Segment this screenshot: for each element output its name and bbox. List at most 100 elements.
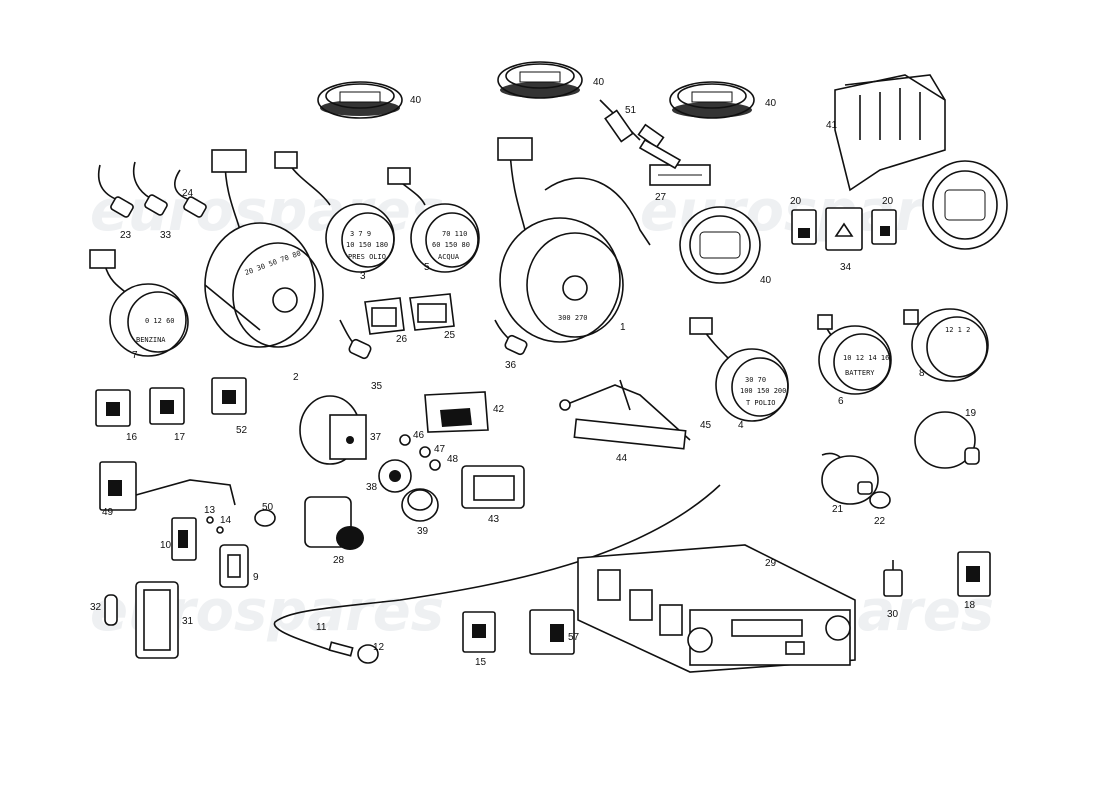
air-vent-41[interactable] xyxy=(834,74,946,192)
callout-c36: 36 xyxy=(505,360,517,371)
rocker-switch-16[interactable] xyxy=(95,389,131,427)
callout-c14: 14 xyxy=(220,515,232,526)
bezel-ring-40a[interactable] xyxy=(317,81,403,119)
bulb-socket-35[interactable] xyxy=(339,319,372,360)
tachometer-2[interactable]: 20 30 50 70 80 xyxy=(204,149,324,348)
courtesy-lamp-31[interactable] xyxy=(135,581,179,659)
bezel-frame-43[interactable] xyxy=(461,465,525,509)
callout-c42: 42 xyxy=(493,404,505,415)
gauge-scale: 0 12 60 xyxy=(145,317,175,325)
bezel-ring-40c[interactable] xyxy=(669,81,755,119)
callout-c9: 9 xyxy=(253,572,259,583)
washer-14[interactable] xyxy=(216,526,224,534)
callout-c40a: 40 xyxy=(410,95,422,106)
callout-c37: 37 xyxy=(370,432,382,443)
speedometer-1[interactable]: 300 270 xyxy=(497,137,651,343)
callout-c22: 22 xyxy=(874,516,886,527)
gauge-name: BENZINA xyxy=(136,336,166,344)
callout-c40c: 40 xyxy=(765,98,777,109)
callout-c24: 24 xyxy=(182,188,194,199)
callout-c26: 26 xyxy=(396,334,408,345)
switch-bezel-9[interactable] xyxy=(219,544,249,588)
callout-c28: 28 xyxy=(333,555,345,566)
bulb-wire-24[interactable] xyxy=(174,169,207,218)
festoon-bulb-32[interactable] xyxy=(104,594,118,626)
panel-switch-27[interactable] xyxy=(638,138,711,186)
battery-gauge-6[interactable]: 10 12 14 16 BATTERY xyxy=(817,314,892,395)
callout-c40d: 40 xyxy=(760,275,772,286)
callout-c41: 41 xyxy=(826,120,838,131)
bezel-ring-40d[interactable] xyxy=(679,206,761,284)
callout-c16: 16 xyxy=(126,432,138,443)
callout-c10: 10 xyxy=(160,540,172,551)
rocker-switch-20a[interactable] xyxy=(791,209,817,245)
oil-pressure-gauge-3[interactable]: 3 7 9 10 150 180 PRES OLIO xyxy=(274,151,395,273)
gauge-name: PRES OLIO xyxy=(348,253,386,261)
radio-29[interactable] xyxy=(577,544,856,673)
knob-50[interactable] xyxy=(254,509,276,527)
bezel-ring-large[interactable] xyxy=(922,160,1008,250)
callout-c51: 51 xyxy=(625,105,637,116)
water-temp-gauge-5[interactable]: 70 110 60 150 80 ACQUA xyxy=(387,167,480,273)
rocker-switch-15[interactable] xyxy=(462,611,496,653)
gauge-scale: 100 150 200 xyxy=(740,387,786,395)
oil-temp-gauge-4[interactable]: 30 70 100 150 200 T POLIO xyxy=(689,317,789,422)
knob-cap-22[interactable] xyxy=(869,491,891,509)
callout-c29: 29 xyxy=(765,558,777,569)
callout-c35: 35 xyxy=(371,381,383,392)
bezel-ring-40b[interactable] xyxy=(497,61,583,99)
rocker-switch-52[interactable] xyxy=(211,377,247,415)
hazard-switch-34[interactable] xyxy=(825,207,863,251)
rheostat-37[interactable] xyxy=(299,395,367,465)
callout-c43: 43 xyxy=(488,514,500,525)
bulb-wire-23[interactable] xyxy=(98,164,134,218)
callout-c17: 17 xyxy=(174,432,186,443)
knob-39[interactable] xyxy=(401,488,439,522)
heater-control-44[interactable] xyxy=(559,379,691,450)
screw-13[interactable] xyxy=(206,516,214,524)
gauge-name: BATTERY xyxy=(845,369,875,377)
rocker-switch-57[interactable] xyxy=(529,609,575,655)
clock-numbers: 12 1 2 xyxy=(945,326,970,334)
pull-knob-12[interactable] xyxy=(357,644,379,664)
clock-8[interactable]: 12 1 2 xyxy=(903,308,989,382)
push-button-28[interactable] xyxy=(304,496,364,550)
lever-switch-49[interactable] xyxy=(99,461,236,511)
callout-c20a: 20 xyxy=(790,196,802,207)
gauge-scale: 3 7 9 xyxy=(350,230,371,238)
rotary-switch-21[interactable] xyxy=(821,452,879,505)
callout-c2: 2 xyxy=(293,372,299,383)
rocker-switch-18[interactable] xyxy=(957,551,991,597)
gauge-name: T POLIO xyxy=(746,399,776,407)
washer-47[interactable] xyxy=(419,446,431,458)
callout-c3: 3 xyxy=(360,271,366,282)
fuel-gauge-7[interactable]: 0 12 60 BENZINA xyxy=(89,249,189,357)
gauge-scale: 300 270 xyxy=(558,314,588,322)
choke-cable-11[interactable] xyxy=(273,484,721,657)
callout-c19: 19 xyxy=(965,408,977,419)
washer-46[interactable] xyxy=(399,434,411,446)
warning-lamp-26[interactable] xyxy=(364,297,405,335)
gauge-scale: 10 150 180 xyxy=(346,241,388,249)
callout-c4: 4 xyxy=(738,420,744,431)
callout-c52: 52 xyxy=(236,425,248,436)
callout-c46: 46 xyxy=(413,430,425,441)
toggle-switch-10[interactable] xyxy=(171,517,197,561)
warning-lamp-25[interactable] xyxy=(409,293,455,331)
switch-housing-42[interactable] xyxy=(424,391,489,433)
callout-c48: 48 xyxy=(447,454,459,465)
bulb-wire-33[interactable] xyxy=(132,161,168,216)
knob-bezel-38[interactable] xyxy=(378,459,412,493)
rocker-switch-20b[interactable] xyxy=(871,209,897,245)
callout-c5: 5 xyxy=(424,262,430,273)
callout-c27: 27 xyxy=(655,192,667,203)
control-knob-19[interactable] xyxy=(914,411,980,469)
callout-c32: 32 xyxy=(90,602,102,613)
washer-48[interactable] xyxy=(429,459,441,471)
rocker-switch-17[interactable] xyxy=(149,387,185,425)
callout-c30: 30 xyxy=(887,609,899,620)
bulb-socket-36[interactable] xyxy=(494,319,528,356)
toggle-switch-30[interactable] xyxy=(883,560,903,597)
